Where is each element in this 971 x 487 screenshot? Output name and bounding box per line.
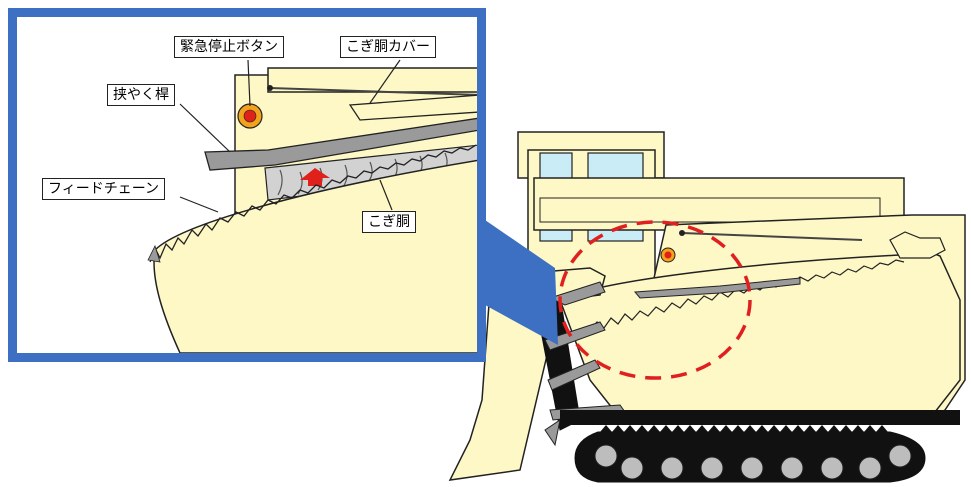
track-wheel xyxy=(740,456,764,480)
track-wheel xyxy=(620,456,644,480)
feed-chain xyxy=(149,144,477,263)
track-wheel xyxy=(780,456,804,480)
feeder-body xyxy=(153,159,477,353)
track-wheel xyxy=(594,444,618,468)
feed-chain-small xyxy=(589,259,905,331)
feed-chain-label: フィードチェーン xyxy=(42,178,166,200)
combine-harvester xyxy=(448,131,966,483)
track-wheel xyxy=(820,456,844,480)
threshing-cover-label: こぎ胴カバー xyxy=(340,36,436,58)
track-wheel xyxy=(858,456,882,480)
track-wheel xyxy=(700,456,724,480)
emergency-stop-label: 緊急停止ボタン xyxy=(174,36,284,58)
cover-rod xyxy=(681,232,863,241)
flow-arrow-icon xyxy=(300,168,330,186)
clamp-rod-label: 挟やく桿 xyxy=(107,84,175,106)
track-wheel xyxy=(660,456,684,480)
track-wheel xyxy=(888,444,912,468)
callout-pointer xyxy=(485,220,558,345)
threshing-drum-label: こぎ胴 xyxy=(362,211,416,233)
dashed-circle-highlight xyxy=(558,220,752,380)
clamp-rod xyxy=(204,117,477,171)
clamp-rod-small xyxy=(633,277,801,299)
crawler-track xyxy=(574,425,926,483)
